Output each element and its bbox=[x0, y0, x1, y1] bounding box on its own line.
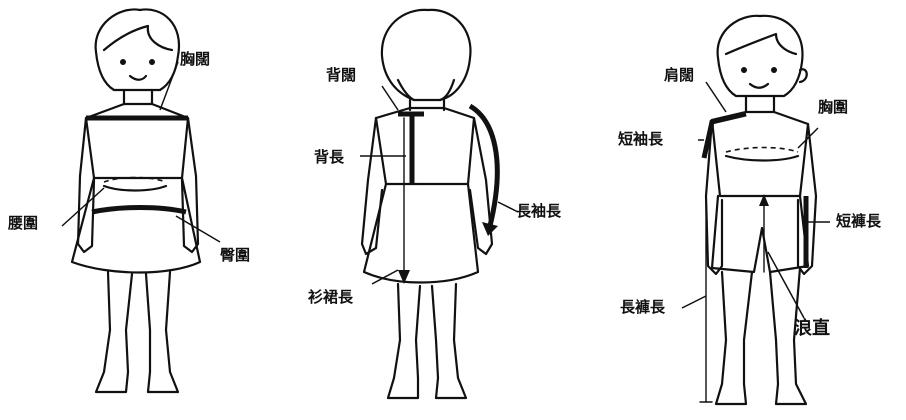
label-long-sleeve: 長袖長 bbox=[516, 202, 562, 220]
front-dress-figure bbox=[61, 8, 221, 394]
label-dress-length: 衫裙長 bbox=[308, 288, 354, 306]
label-crotch-depth: 浪直 bbox=[794, 318, 830, 339]
back-dress-figure bbox=[360, 8, 519, 400]
label-hip: 臀圍 bbox=[220, 246, 251, 264]
label-long-pants: 長褲長 bbox=[620, 298, 666, 316]
label-back-width: 背闊 bbox=[326, 66, 357, 84]
label-shoulder-width: 肩闊 bbox=[664, 66, 695, 84]
label-chest-girth: 胸圍 bbox=[818, 98, 849, 116]
label-back-length: 背長 bbox=[314, 148, 345, 166]
label-waist: 腰圍 bbox=[8, 214, 39, 232]
label-short-sleeve: 短袖長 bbox=[618, 130, 664, 148]
label-chest-front: 胸闊 bbox=[180, 50, 211, 68]
front-shorts-figure bbox=[681, 14, 830, 406]
label-short-pants: 短褲長 bbox=[836, 212, 882, 230]
